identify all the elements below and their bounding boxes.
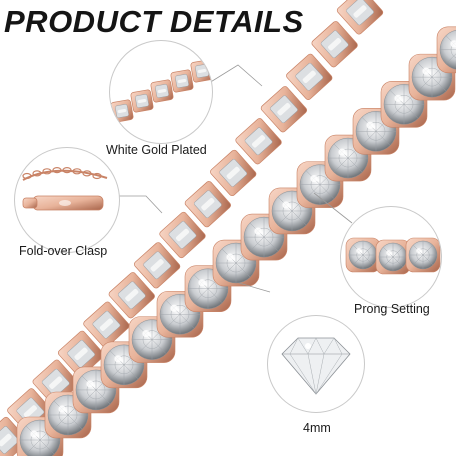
clasp-closeup-callout	[14, 147, 120, 253]
prong-setting-closeup	[345, 237, 441, 275]
links-closeup-callout	[109, 40, 213, 144]
stone-size-label: 4mm	[303, 421, 331, 435]
stone-callout	[267, 315, 365, 413]
white-gold-plated-label: White Gold Plated	[106, 143, 207, 157]
prong-setting-callout	[340, 206, 442, 308]
bracelet-strand-stones	[16, 26, 456, 456]
bracelet-strand-side	[0, 0, 384, 456]
chain-links-closeup	[110, 59, 212, 123]
fold-over-clasp-closeup	[22, 167, 108, 211]
prong-setting-label: Prong Setting	[354, 302, 430, 316]
fold-over-clasp-label: Fold-over Clasp	[19, 244, 108, 258]
page-title: PRODUCT DETAILS	[4, 4, 304, 39]
diamond-stone-icon	[281, 337, 351, 395]
